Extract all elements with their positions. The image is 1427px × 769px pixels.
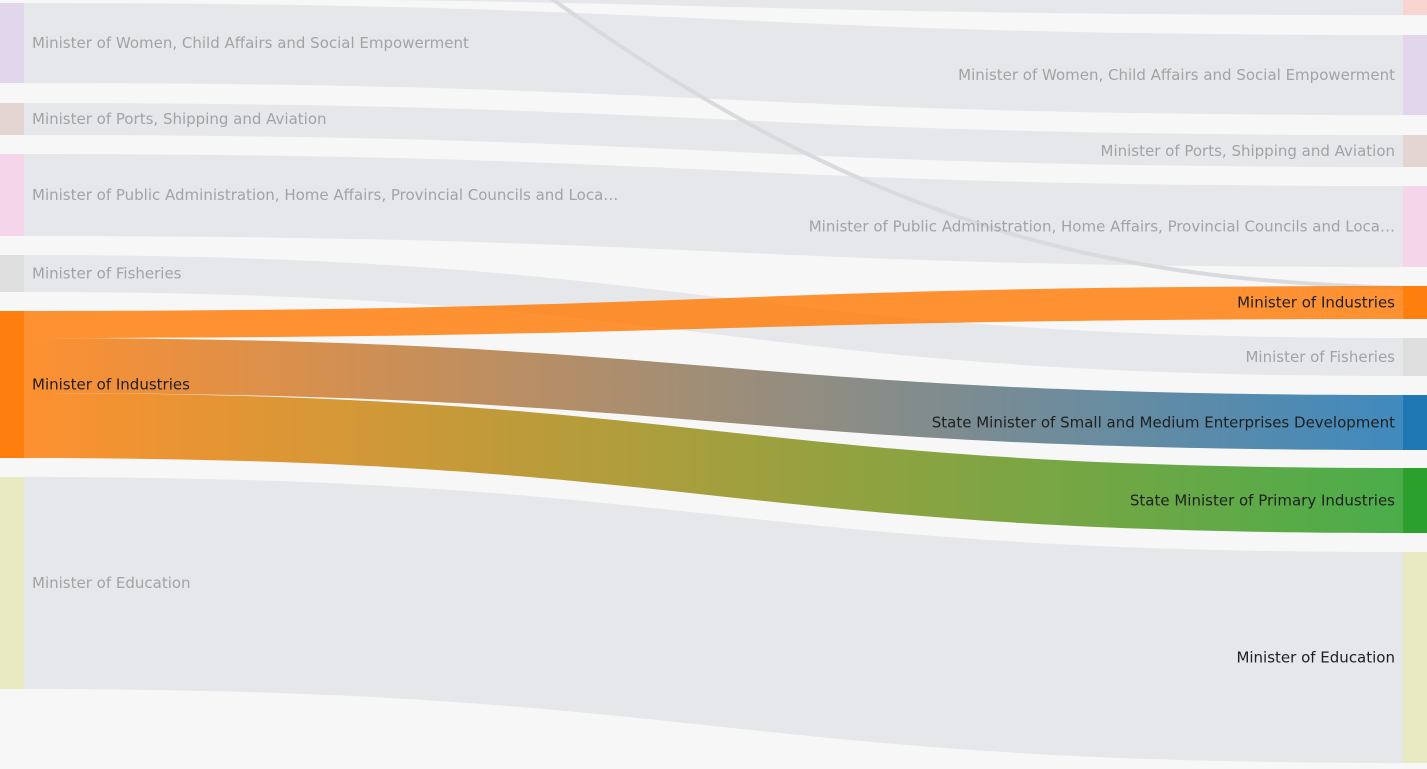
node-r-public[interactable] xyxy=(1403,186,1427,267)
node-r-women[interactable] xyxy=(1403,35,1427,115)
link-l-education-to-r-education[interactable] xyxy=(24,477,1403,763)
node-label-r-industries: Minister of Industries xyxy=(1237,294,1395,312)
node-label-l-ports: Minister of Ports, Shipping and Aviation xyxy=(32,110,327,128)
node-label-l-women: Minister of Women, Child Affairs and Soc… xyxy=(32,34,469,52)
background-flow xyxy=(384,0,1403,15)
node-l-women[interactable] xyxy=(0,3,24,83)
node-l-industries[interactable] xyxy=(0,311,24,458)
node-l-ports[interactable] xyxy=(0,103,24,135)
link-l-public-to-r-public[interactable] xyxy=(24,154,1403,267)
node-l-education[interactable] xyxy=(0,477,24,689)
node-label-r-public: Minister of Public Administration, Home … xyxy=(809,218,1395,236)
node-partial-top-right[interactable] xyxy=(1403,0,1427,15)
labels-layer: Minister of Women, Child Affairs and Soc… xyxy=(32,34,1395,667)
node-l-fisheries[interactable] xyxy=(0,255,24,292)
node-label-r-primary: State Minister of Primary Industries xyxy=(1130,492,1395,510)
node-r-primary[interactable] xyxy=(1403,468,1427,533)
node-label-r-sme: State Minister of Small and Medium Enter… xyxy=(932,414,1395,432)
link-l-industries-to-r-sme[interactable] xyxy=(24,338,1403,450)
link-l-industries-to-r-primary[interactable] xyxy=(24,393,1403,533)
thin-crossing-flow xyxy=(550,0,1404,290)
node-label-r-women: Minister of Women, Child Affairs and Soc… xyxy=(958,66,1395,84)
link-l-ports-to-r-ports[interactable] xyxy=(24,103,1403,167)
node-r-fisheries[interactable] xyxy=(1403,338,1427,376)
node-label-r-education: Minister of Education xyxy=(1236,649,1395,667)
node-label-r-fisheries: Minister of Fisheries xyxy=(1245,348,1395,366)
node-label-l-fisheries: Minister of Fisheries xyxy=(32,265,182,283)
node-r-sme[interactable] xyxy=(1403,395,1427,450)
node-label-l-education: Minister of Education xyxy=(32,574,191,592)
node-label-r-ports: Minister of Ports, Shipping and Aviation xyxy=(1101,142,1396,160)
node-r-industries[interactable] xyxy=(1403,286,1427,319)
node-r-education[interactable] xyxy=(1403,552,1427,763)
node-label-l-industries: Minister of Industries xyxy=(32,376,190,394)
node-l-public[interactable] xyxy=(0,154,24,236)
link-l-women-to-r-women[interactable] xyxy=(24,3,1403,115)
links-layer xyxy=(24,0,1404,763)
node-r-ports[interactable] xyxy=(1403,135,1427,167)
node-label-l-public: Minister of Public Administration, Home … xyxy=(32,186,618,204)
link-l-industries-to-r-industries[interactable] xyxy=(24,286,1403,338)
